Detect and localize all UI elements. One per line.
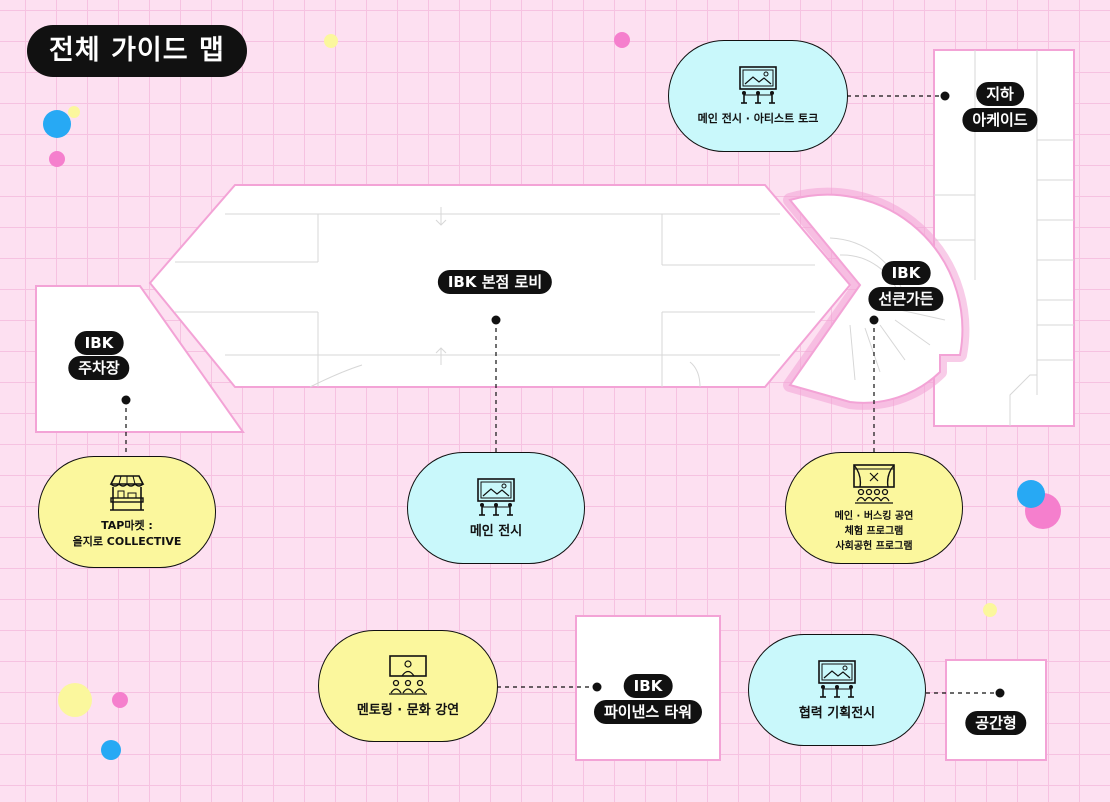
finance-tower-tag-line2[interactable]: 파이낸스 타워: [593, 700, 703, 724]
artist-talk-label: 메인 전시 · 아티스트 토크: [697, 112, 819, 125]
mentoring-label: 멘토링 · 문화 강연: [356, 702, 460, 718]
finance-tower-tag-line1[interactable]: IBK: [623, 674, 673, 698]
space-tag[interactable]: 공간형: [965, 711, 1027, 735]
painting-exhibit-icon: [739, 66, 777, 104]
tap-market-label: TAP마켓 : 을지로 COLLECTIVE: [72, 519, 182, 548]
collab-exhibit-label: 협력 기획전시: [798, 705, 876, 721]
busking-bubble[interactable]: 메인 · 버스킹 공연 체험 프로그램 사회공헌 프로그램: [785, 452, 963, 564]
artist-talk-bubble[interactable]: 메인 전시 · 아티스트 토크: [668, 40, 848, 152]
tap-market-bubble[interactable]: TAP마켓 : 을지로 COLLECTIVE: [38, 456, 216, 568]
parking-tag-line2[interactable]: 주차장: [68, 356, 130, 380]
page-title: 전체 가이드 맵: [27, 25, 247, 77]
mentoring-bubble[interactable]: 멘토링 · 문화 강연: [318, 630, 498, 742]
basement-arcade-tag-line1[interactable]: 지하: [976, 82, 1024, 106]
garden-tag-line2[interactable]: 선큰가든: [868, 287, 944, 311]
main-exhibit-bubble[interactable]: 메인 전시: [407, 452, 585, 564]
stage-performance-icon: [853, 463, 895, 504]
market-stall-icon: [109, 475, 145, 511]
decorative-dots: [43, 32, 1061, 760]
connector-lines: [125, 95, 1000, 694]
parking-tag-line1[interactable]: IBK: [74, 331, 124, 355]
collab-exhibit-bubble[interactable]: 협력 기획전시: [748, 634, 926, 746]
space-area: [945, 659, 1047, 761]
lobby-tag[interactable]: IBK 본점 로비: [437, 270, 553, 294]
basement-arcade-area: [933, 49, 1075, 427]
lecture-icon: [389, 654, 427, 695]
basement-arcade-tag-line2[interactable]: 아케이드: [962, 108, 1038, 132]
garden-tag-line1[interactable]: IBK: [881, 261, 931, 285]
painting-exhibit-icon: [818, 659, 856, 698]
connector-dots: [121, 91, 1005, 698]
painting-exhibit-icon: [477, 477, 515, 516]
main-exhibit-label: 메인 전시: [469, 523, 523, 539]
parking-area: [35, 285, 245, 433]
busking-label: 메인 · 버스킹 공연 체험 프로그램 사회공헌 프로그램: [834, 510, 914, 552]
